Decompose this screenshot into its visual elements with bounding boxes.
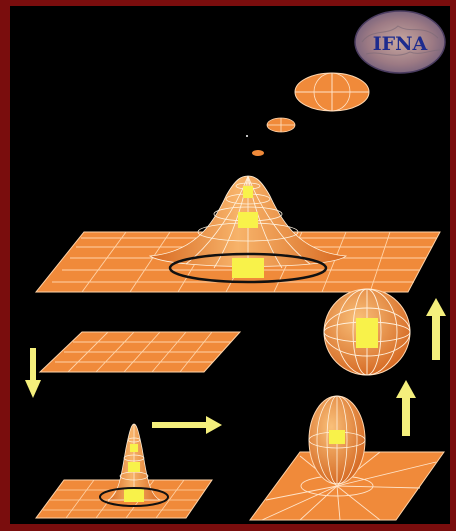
ellipsoid [309,396,365,484]
arrow-down [25,348,41,398]
arrow-up-upper [426,298,446,360]
floating-ellipse-large [295,73,369,111]
arrow-right [152,416,222,434]
logo-text: IFNA [373,33,428,55]
floating-dot [246,135,248,137]
floating-ellipse-medium [267,118,295,132]
flat-grid-plane [40,332,240,372]
floating-ellipse-small [252,150,264,156]
arrow-up-lower [396,380,416,436]
sphere [324,289,410,375]
